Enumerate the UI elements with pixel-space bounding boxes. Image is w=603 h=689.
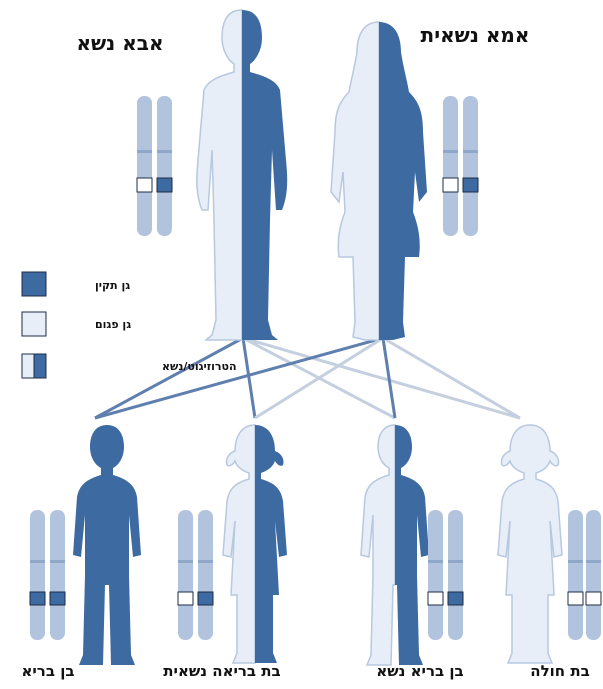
child-label-son-carrier: בן בריא נשא xyxy=(376,662,463,680)
child-label-daughter-carrier: בת בריאה נשאית xyxy=(163,662,280,680)
legend-carrier-label: הטרוזיגוט/נשא xyxy=(162,360,237,373)
father-figure xyxy=(197,10,287,340)
line-mother-son xyxy=(95,338,383,418)
child-daughter-carrier-chromosomes xyxy=(178,510,213,640)
child-daughter-affected xyxy=(498,425,562,663)
line-father-son xyxy=(95,338,243,418)
legend-carrier-swatch-left xyxy=(22,354,34,378)
child-son-carrier-chromosomes xyxy=(428,510,463,640)
legend-normal-label: גן תקין xyxy=(95,279,130,292)
line-mother-daughter-affected xyxy=(383,338,520,418)
child-son-healthy xyxy=(73,425,141,665)
legend: גן תקין גן פגום הטרוזיגוט/נשא xyxy=(22,272,237,378)
mother-chromosomes xyxy=(443,96,478,236)
father-right-half xyxy=(242,10,287,340)
line-father-daughter-affected xyxy=(243,338,520,418)
child-label-son-healthy: בן בריא xyxy=(21,662,74,680)
father-chromosomes xyxy=(137,96,172,236)
father-gene-mutant xyxy=(137,178,152,192)
mother-gene-mutant xyxy=(443,178,458,192)
child-label-daughter-affected: בת חולה xyxy=(530,662,589,680)
child-daughter-affected-chromosomes xyxy=(568,510,601,640)
mother-label: אמא נשאית xyxy=(421,23,530,47)
father-left-half xyxy=(197,10,242,340)
father-label: אבא נשא xyxy=(76,31,163,55)
father-gene-normal xyxy=(157,178,172,192)
inheritance-lines xyxy=(95,338,520,418)
child-son-healthy-chromosomes xyxy=(30,510,65,640)
legend-normal-swatch xyxy=(22,272,46,296)
child-son-carrier xyxy=(361,425,429,665)
mother-right-half xyxy=(379,22,427,340)
mother-figure xyxy=(331,22,427,340)
son-healthy-body xyxy=(73,425,141,665)
line-mother-daughter-carrier xyxy=(255,338,383,418)
mother-gene-normal xyxy=(463,178,478,192)
child-daughter-carrier xyxy=(223,425,287,663)
legend-mutant-swatch xyxy=(22,312,46,336)
mother-left-half xyxy=(331,22,379,340)
legend-mutant-label: גן פגום xyxy=(95,318,131,331)
line-father-daughter-carrier xyxy=(243,338,255,418)
legend-carrier-swatch-right xyxy=(34,354,46,378)
